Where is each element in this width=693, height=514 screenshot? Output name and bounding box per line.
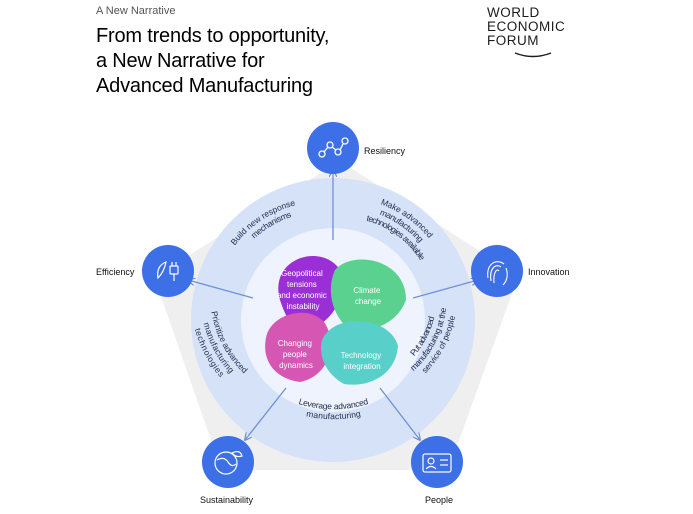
id-card-icon	[422, 453, 452, 473]
node-sustainability	[202, 436, 254, 488]
plug-leaf-icon	[157, 261, 179, 281]
page-title: From trends to opportunity, a New Narrat…	[96, 24, 329, 99]
network-nodes-icon	[318, 137, 349, 158]
spoke-people	[379, 387, 420, 440]
node-resiliency	[307, 122, 359, 174]
pillar-label-efficiency: Efficiency	[96, 267, 135, 277]
pillar-label-innovation: Innovation	[528, 267, 570, 277]
title-line-1: From trends to opportunity,	[96, 25, 330, 47]
title-line-3: Advanced Manufacturing	[96, 75, 313, 97]
node-innovation	[471, 245, 523, 297]
pillar-label-resiliency: Resiliency	[364, 146, 406, 156]
fingerprint-icon	[487, 261, 508, 286]
petal-changing-people	[265, 312, 331, 382]
trend-technology: Technology integration	[341, 351, 384, 371]
spoke-innovation	[412, 280, 478, 299]
action-leverage-2: manufacturing	[306, 408, 362, 421]
node-people	[411, 436, 463, 488]
action-leverage: Leverage advanced	[298, 396, 370, 411]
logo-line-2: ECONOMIC	[487, 19, 566, 34]
spoke-lines	[188, 170, 478, 440]
node-efficiency	[142, 245, 194, 297]
logo-swoosh-icon	[514, 52, 552, 58]
wef-logo: WORLD ECONOMIC FORUM	[487, 6, 577, 60]
eyebrow-label: A New Narrative	[96, 5, 176, 17]
trend-climate: Climate change	[353, 286, 382, 306]
pillar-label-people: People	[425, 495, 453, 505]
logo-line-3: FORUM	[487, 33, 539, 48]
spoke-efficiency	[188, 280, 254, 299]
trend-petals	[265, 255, 406, 385]
logo-line-1: WORLD	[487, 5, 540, 20]
pillar-label-sustainability: Sustainability	[200, 495, 254, 505]
trend-changing-people: Changing people dynamics	[278, 339, 314, 370]
inner-ring	[241, 228, 425, 412]
petal-climate	[330, 259, 406, 331]
petal-technology	[320, 321, 398, 385]
petal-geopolitical	[278, 255, 343, 332]
trend-geopolitical: Geopolitical tensions and economic insta…	[277, 269, 329, 311]
title-line-2: a New Narrative for	[96, 50, 265, 72]
spoke-sustainability	[245, 387, 287, 440]
globe-leaf-icon	[214, 450, 243, 475]
